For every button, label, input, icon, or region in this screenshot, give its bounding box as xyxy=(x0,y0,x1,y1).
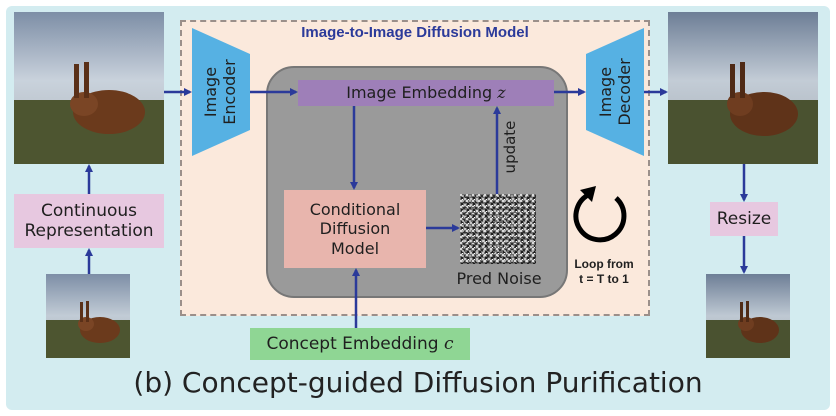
concept-embedding-box: Concept Embedding c xyxy=(250,328,470,360)
figure-caption: (b) Concept-guided Diffusion Purificatio… xyxy=(133,366,703,399)
loop-label: Loop from t = T to 1 xyxy=(564,252,644,292)
image-decoder-label: Image Decoder xyxy=(595,58,634,126)
concept-embedding-label: Concept Embedding xyxy=(266,333,439,354)
update-label: update xyxy=(501,120,519,174)
small-output-image xyxy=(706,274,790,358)
pred-noise-image xyxy=(460,194,536,264)
continuous-representation-box: Continuous Representation xyxy=(14,194,164,248)
image-encoder-label: Image Encoder xyxy=(200,59,239,125)
resize-label: Resize xyxy=(716,208,772,229)
model-title: Image-to-Image Diffusion Model xyxy=(301,24,529,41)
small-input-image xyxy=(46,274,130,358)
conditional-diffusion-model-label: Conditional Diffusion Model xyxy=(309,200,401,258)
image-embedding-label: Image Embedding xyxy=(346,83,493,103)
output-image xyxy=(668,12,818,164)
concept-var: c xyxy=(444,333,454,354)
loop-label-line1: Loop from xyxy=(574,257,634,271)
resize-box: Resize xyxy=(710,202,778,236)
circular-arrow-icon xyxy=(568,184,632,248)
conditional-diffusion-model-box: Conditional Diffusion Model xyxy=(284,190,426,268)
pred-noise-label: Pred Noise xyxy=(456,269,542,289)
continuous-representation-label: Continuous Representation xyxy=(24,200,154,241)
image-embedding-bar: Image Embedding z xyxy=(298,80,554,106)
image-decoder-shape xyxy=(586,28,644,156)
embedding-var: z xyxy=(497,83,506,103)
loop-label-line2: t = T to 1 xyxy=(579,272,629,286)
input-image xyxy=(14,12,164,164)
image-encoder-shape xyxy=(192,28,250,156)
